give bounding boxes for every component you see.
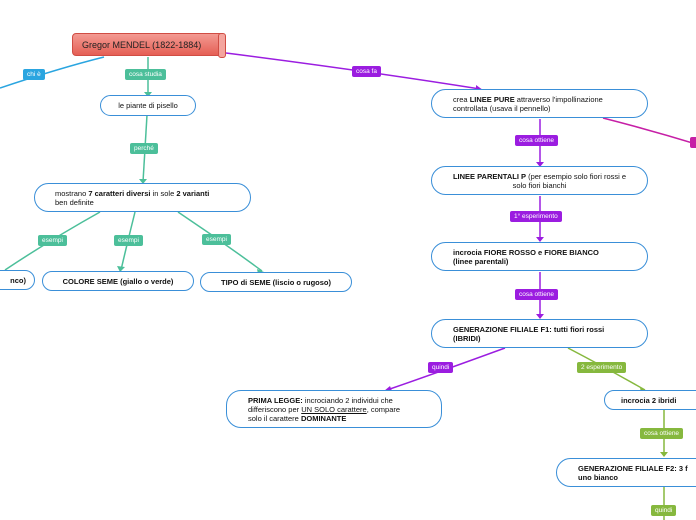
tag-cosa-ottiene[interactable]: cosa ottiene [640,428,684,439]
node-label: incrocia FIORE ROSSO e FIORE BIANCO (lin… [453,247,599,266]
tag-secondo-esperimento[interactable]: 2 esperimento [577,362,627,373]
node-label: COLORE SEME (giallo o verde) [62,276,174,286]
tag-chi-e[interactable]: chi è [23,69,45,80]
node-label: PRIMA LEGGE: incrociando 2 individui che… [248,395,401,423]
tag-perche[interactable]: perché [130,143,158,154]
node-generazione-f2[interactable]: GENERAZIONE FILIALE F2: 3 f uno bianco [556,458,696,487]
edge-caratteri-colore-seme-arrow [117,266,125,272]
node-colore-seme[interactable]: COLORE SEME (giallo o verde) [42,271,194,291]
edge-piante-caratteri-arrow [139,179,147,184]
node-label: le piante di pisello [118,101,178,110]
edge-parentali-incrocia-arrow [536,237,544,242]
edge-root-chi-e [0,56,105,89]
tag-esempi[interactable]: esempi [38,235,67,246]
tag-quindi[interactable]: quindi [651,505,677,516]
node-incrocia-rosso-bianco[interactable]: incrocia FIORE ROSSO e FIORE BIANCO (lin… [431,242,648,271]
edge-root-piante-arrow [144,92,152,97]
edge-incrocia-2-f2-arrow [660,452,668,457]
node-label: nco) [10,275,26,285]
root-topic-gregor-mendel[interactable]: Gregor MENDEL (1822-1884) [72,33,226,58]
node-tipo-seme[interactable]: TIPO di SEME (liscio o rugoso) [200,272,352,292]
tag-cosa-fa[interactable]: cosa fa [352,66,381,77]
node-label: GENERAZIONE FILIALE F2: 3 f uno bianco [578,463,688,482]
node-colore-fiore[interactable]: nco) [0,270,35,290]
tag-esempi[interactable]: esempi [114,235,143,246]
node-label: crea LINEE PURE attraverso l'impollinazi… [453,94,603,113]
node-label: TIPO di SEME (liscio o rugoso) [220,277,331,287]
tag-primo-esperimento[interactable]: 1° esperimento [510,211,562,222]
node-generazione-f1[interactable]: GENERAZIONE FILIALE F1: tutti fiori ross… [431,319,648,348]
node-linee-parentali[interactable]: LINEE PARENTALI P (per esempio solo fior… [431,166,648,195]
tag-cosa-studia[interactable]: cosa studia [125,69,166,80]
tag-cosa-ottiene[interactable]: cosa ottiene [515,289,559,300]
node-label: LINEE PARENTALI P (per esempio solo fior… [452,171,627,190]
node-label: incrocia 2 ibridi [621,395,677,405]
node-label: GENERAZIONE FILIALE F1: tutti fiori ross… [453,324,605,343]
tag-esempi[interactable]: esempi [202,234,231,245]
tag-cosa-ottiene[interactable]: cosa ottiene [515,135,559,146]
node-linee-pure[interactable]: crea LINEE PURE attraverso l'impollinazi… [431,89,648,118]
tag-offscreen-magenta[interactable] [690,137,696,148]
edge-f1-prima-legge-arrow [384,386,392,391]
root-title: Gregor MENDEL (1822-1884) [82,39,202,50]
node-caratteri-diversi[interactable]: mostrano 7 caratteri diversi in sole 2 v… [34,183,251,212]
tag-quindi[interactable]: quindi [428,362,454,373]
node-piante-di-pisello[interactable]: le piante di pisello [100,95,196,116]
edge-linee-pure-offscreen [602,117,696,145]
node-label: mostrano 7 caratteri diversi in sole 2 v… [55,188,210,207]
edge-incrocia-f1-arrow [536,314,544,319]
edge-linee-pure-parentali-arrow [536,162,544,167]
node-incrocia-2-ibridi[interactable]: incrocia 2 ibridi [604,390,696,410]
node-prima-legge[interactable]: PRIMA LEGGE: incrociando 2 individui che… [226,390,442,428]
